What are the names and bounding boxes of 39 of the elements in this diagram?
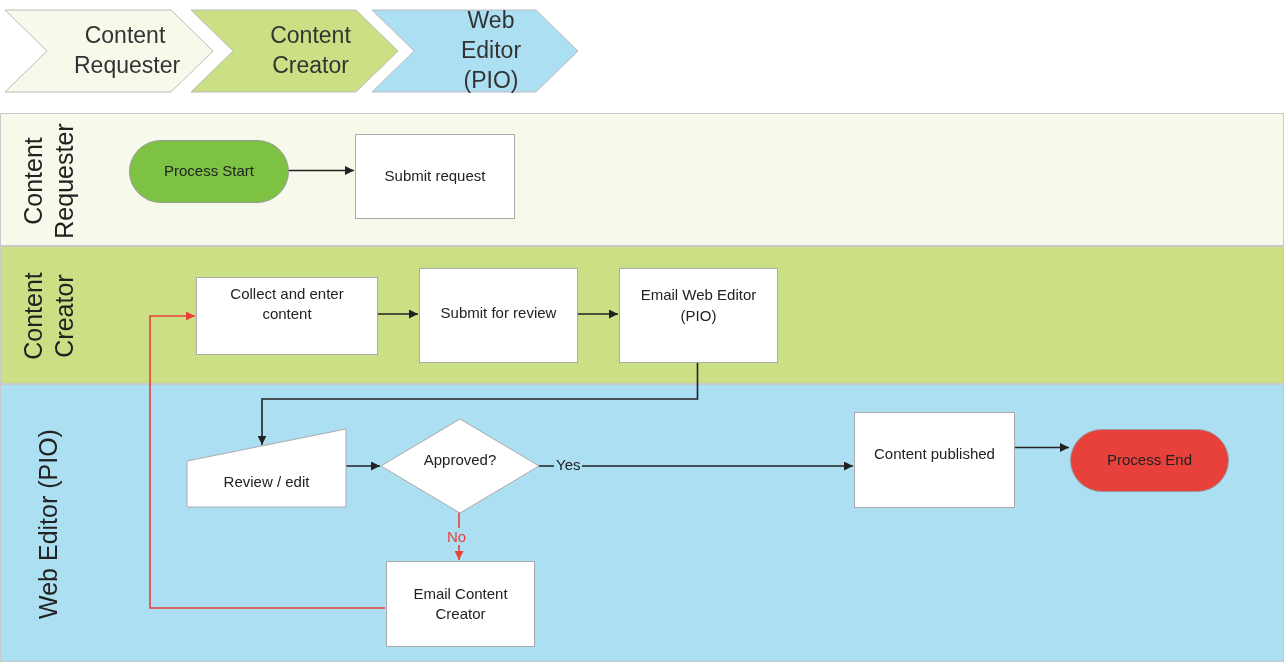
arrow: [1013, 443, 1070, 452]
arrow: [576, 309, 619, 319]
arrow: [344, 461, 381, 471]
phase-banner: [191, 10, 398, 92]
arrow: [149, 311, 386, 609]
arrow: [287, 166, 355, 175]
process-box: [419, 268, 578, 363]
swimlane: [0, 246, 1284, 384]
swimlane: [0, 113, 1284, 246]
node-label: Process End: [1106, 450, 1192, 471]
node-label: Email Web Editor (PIO): [639, 285, 758, 326]
process-box: [386, 561, 535, 647]
node-label: Email Content Creator: [412, 583, 509, 624]
manual-input-shape: [187, 429, 346, 507]
node-label: Content published: [874, 443, 995, 464]
swimlane: [0, 384, 1284, 662]
arrow: [257, 361, 699, 446]
phase-label: Web Editor (PIO): [459, 6, 523, 95]
node-label: Collect and enter content: [229, 283, 345, 324]
node-label: Submit for review: [440, 303, 557, 324]
decision-diamond: [381, 419, 539, 513]
node-label: Process Start: [164, 161, 254, 182]
lane-label: Web Editor (PIO): [33, 428, 64, 621]
process-box: [854, 412, 1015, 508]
process-box: [619, 268, 778, 363]
phase-banner: [5, 10, 213, 92]
lane-label: Content Requester: [17, 121, 79, 241]
phase-label: Content Creator: [269, 21, 352, 80]
node-label: Review / edit: [223, 471, 310, 492]
phase-banner: [372, 10, 578, 92]
process-box: [355, 134, 515, 219]
node-label: Submit request: [384, 166, 486, 187]
arrow: [537, 461, 854, 471]
phase-label: Content Requester: [73, 21, 182, 80]
lane-label: Content Creator: [17, 271, 79, 362]
arrow: [376, 309, 419, 319]
node-label: Approved?: [423, 449, 497, 470]
process-box: [196, 277, 378, 355]
edge-label: No: [445, 528, 469, 545]
